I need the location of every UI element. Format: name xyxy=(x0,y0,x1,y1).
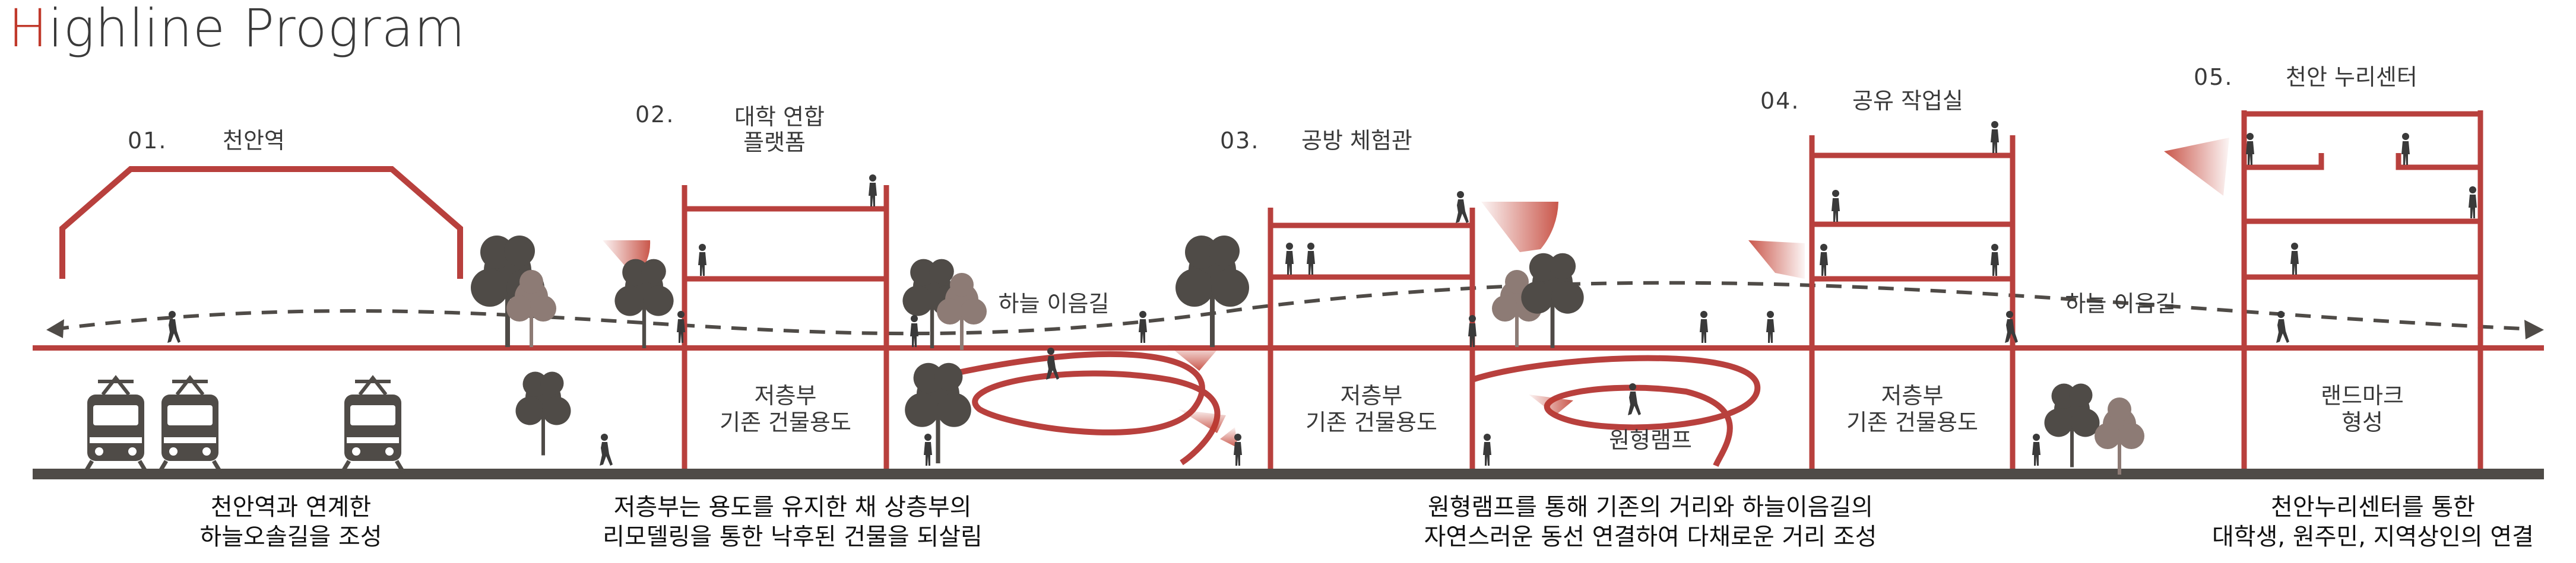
station-01-roof xyxy=(59,166,463,279)
tree-icon xyxy=(515,371,571,456)
ground-line xyxy=(33,469,2544,479)
zone-05-line2: 형성 xyxy=(2341,409,2383,435)
building-05 xyxy=(2241,110,2483,469)
person-icon xyxy=(2469,186,2477,218)
person-icon xyxy=(1832,190,1840,222)
viewpoint-cone-icon xyxy=(1748,240,1805,279)
person-icon xyxy=(1700,311,1708,343)
person-icon xyxy=(1766,311,1775,343)
station-03-name: 공방 체험관 xyxy=(1301,128,1412,154)
viewpoint-cone-icon xyxy=(1220,427,1238,448)
person-icon xyxy=(2401,133,2410,165)
station-02-name-line1: 대학 연합 xyxy=(734,104,825,130)
viewpoint-cone-icon xyxy=(1167,344,1217,371)
tree-icon xyxy=(2095,397,2144,475)
station-03-number: 03. xyxy=(1220,128,1259,154)
tree-icon xyxy=(1175,236,1249,347)
person-icon xyxy=(698,244,706,276)
person-icon xyxy=(2246,133,2254,165)
train-icon xyxy=(159,378,221,473)
zone-01-line2: 기존 건물용도 xyxy=(720,409,851,435)
viewpoint-cone-icon xyxy=(1178,409,1226,433)
caption-02-line1: 저층부는 용도를 유지한 채 상층부의 xyxy=(614,494,972,521)
zone-02-line2: 기존 건물용도 xyxy=(1306,409,1437,435)
page-title: Highline Program xyxy=(8,0,465,59)
tree-icon xyxy=(905,362,971,463)
viewpoint-cone-icon xyxy=(1481,202,1558,252)
station-05-name: 천안 누리센터 xyxy=(2286,64,2417,90)
station-01-number: 01. xyxy=(128,128,167,154)
caption-04-line2: 대학생, 원주민, 지역상인의 연결 xyxy=(2212,523,2534,551)
person-icon xyxy=(1991,244,1999,276)
arrow-right-head xyxy=(2524,320,2544,339)
arrow-left-head xyxy=(46,319,64,338)
caption-04-line1: 천안누리센터를 통한 xyxy=(2271,494,2475,521)
person-icon xyxy=(2276,311,2289,343)
viewpoint-cone-icon xyxy=(2164,138,2229,196)
zone-02-line1: 저층부 xyxy=(1341,383,1403,409)
person-icon xyxy=(1456,191,1469,223)
station-02-number: 02. xyxy=(635,101,674,128)
building-04 xyxy=(1809,135,2016,469)
person-icon xyxy=(2032,434,2040,466)
person-icon xyxy=(1285,243,1294,275)
dashed-arrow-path-icon xyxy=(53,281,2536,336)
person-icon xyxy=(1991,121,1999,153)
person-icon xyxy=(1234,434,1242,466)
caption-01-line1: 천안역과 연계한 xyxy=(211,494,371,521)
building-03 xyxy=(1268,208,1475,469)
person-icon xyxy=(869,174,877,206)
station-01-name: 천안역 xyxy=(223,128,285,154)
zone-03-line1: 원형램프 xyxy=(1609,427,1692,453)
person-icon xyxy=(167,311,180,343)
title-rest: ighline Program xyxy=(48,0,465,59)
viewpoint-cone-icon xyxy=(1529,395,1573,415)
caption-03-line2: 자연스러운 동선 연결하여 다채로운 거리 조성 xyxy=(1424,523,1877,551)
person-icon xyxy=(2290,243,2299,275)
zone-05-line1: 랜드마크 xyxy=(2321,383,2404,409)
person-icon xyxy=(1820,244,1828,276)
person-icon xyxy=(1307,243,1315,275)
person-icon xyxy=(600,434,613,466)
tree-icon xyxy=(2044,383,2100,467)
caption-02-line2: 리모델링을 통한 낙후된 건물을 되살림 xyxy=(603,523,983,551)
station-05-number: 05. xyxy=(2194,64,2233,90)
station-04-name: 공유 작업실 xyxy=(1852,88,1963,114)
skywalk-label-1: 하늘 이음길 xyxy=(999,291,1110,317)
skywalk-deck xyxy=(33,345,2544,351)
spiral-ramp-icon xyxy=(925,351,1221,466)
person-icon xyxy=(1483,434,1491,466)
station-02-name-line2: 플랫폼 xyxy=(743,129,806,155)
zone-04-line2: 기존 건물용도 xyxy=(1846,409,1978,435)
tree-icon xyxy=(1521,253,1584,348)
station-04-number: 04. xyxy=(1760,88,1799,114)
spiral-ramp-icon xyxy=(1471,355,1761,467)
skywalk-label-2: 하늘 이음길 xyxy=(2065,291,2176,317)
zone-01-line1: 저층부 xyxy=(755,383,817,409)
person-icon xyxy=(924,434,932,466)
zone-04-line1: 저층부 xyxy=(1881,383,1944,409)
train-icon xyxy=(85,378,147,473)
tree-icon xyxy=(614,259,674,348)
person-icon xyxy=(1139,311,1147,343)
caption-01-line2: 하늘오솔길을 조성 xyxy=(199,523,382,551)
caption-03-line1: 원형램프를 통해 기존의 거리와 하늘이음길의 xyxy=(1428,494,1873,521)
train-icon xyxy=(342,378,404,473)
person-icon xyxy=(910,315,918,347)
title-accent: H xyxy=(8,0,48,59)
